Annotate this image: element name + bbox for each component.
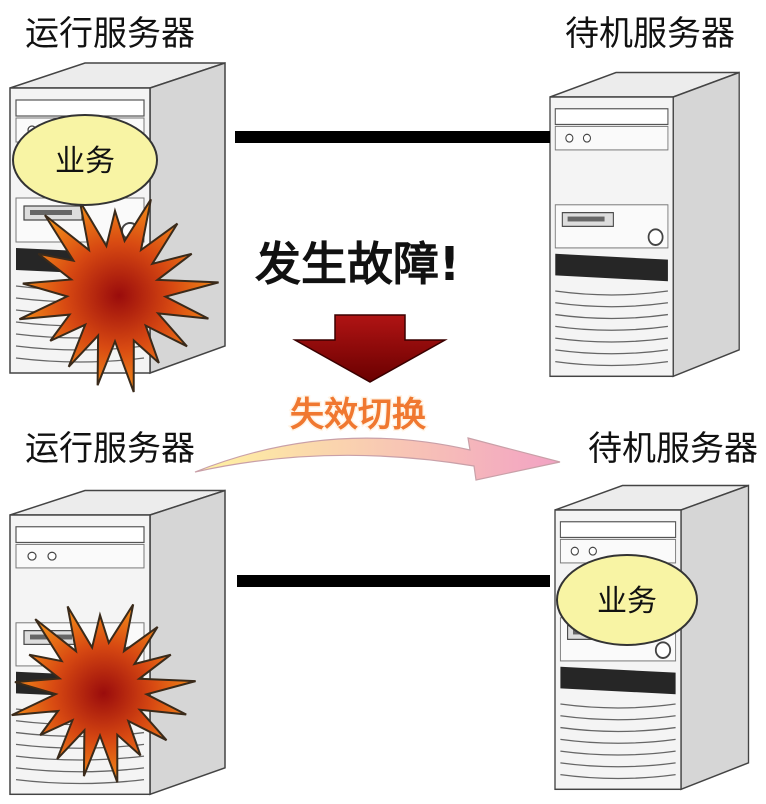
fault-occurred-text: 发生故障! [255, 237, 460, 291]
bottom-service-bubble: 业务 [556, 554, 698, 646]
explosion-icon [11, 603, 196, 783]
top-service-label: 业务 [55, 144, 115, 179]
bottom-standby-server-label: 待机服务器 [588, 429, 758, 469]
bottom-active-server-label: 运行服务器 [25, 429, 195, 469]
failover-curved-arrow-icon [194, 437, 561, 481]
top-standby-server-label: 待机服务器 [565, 14, 735, 54]
bottom-heartbeat-link [237, 575, 550, 587]
down-arrow-icon [292, 314, 448, 383]
top-failure-explosion-group [18, 198, 219, 393]
bottom-failure-explosion-group [11, 603, 196, 783]
top-service-ellipse [12, 114, 158, 206]
explosion-icon [18, 198, 219, 393]
failover-text: 失效切换 [290, 395, 426, 435]
bottom-service-label: 业务 [597, 584, 657, 619]
top-heartbeat-link [235, 131, 550, 143]
top-service-bubble: 业务 [12, 114, 158, 206]
top-active-server-label: 运行服务器 [25, 14, 195, 54]
bottom-service-ellipse [556, 554, 698, 646]
top-standby-server [549, 71, 741, 378]
